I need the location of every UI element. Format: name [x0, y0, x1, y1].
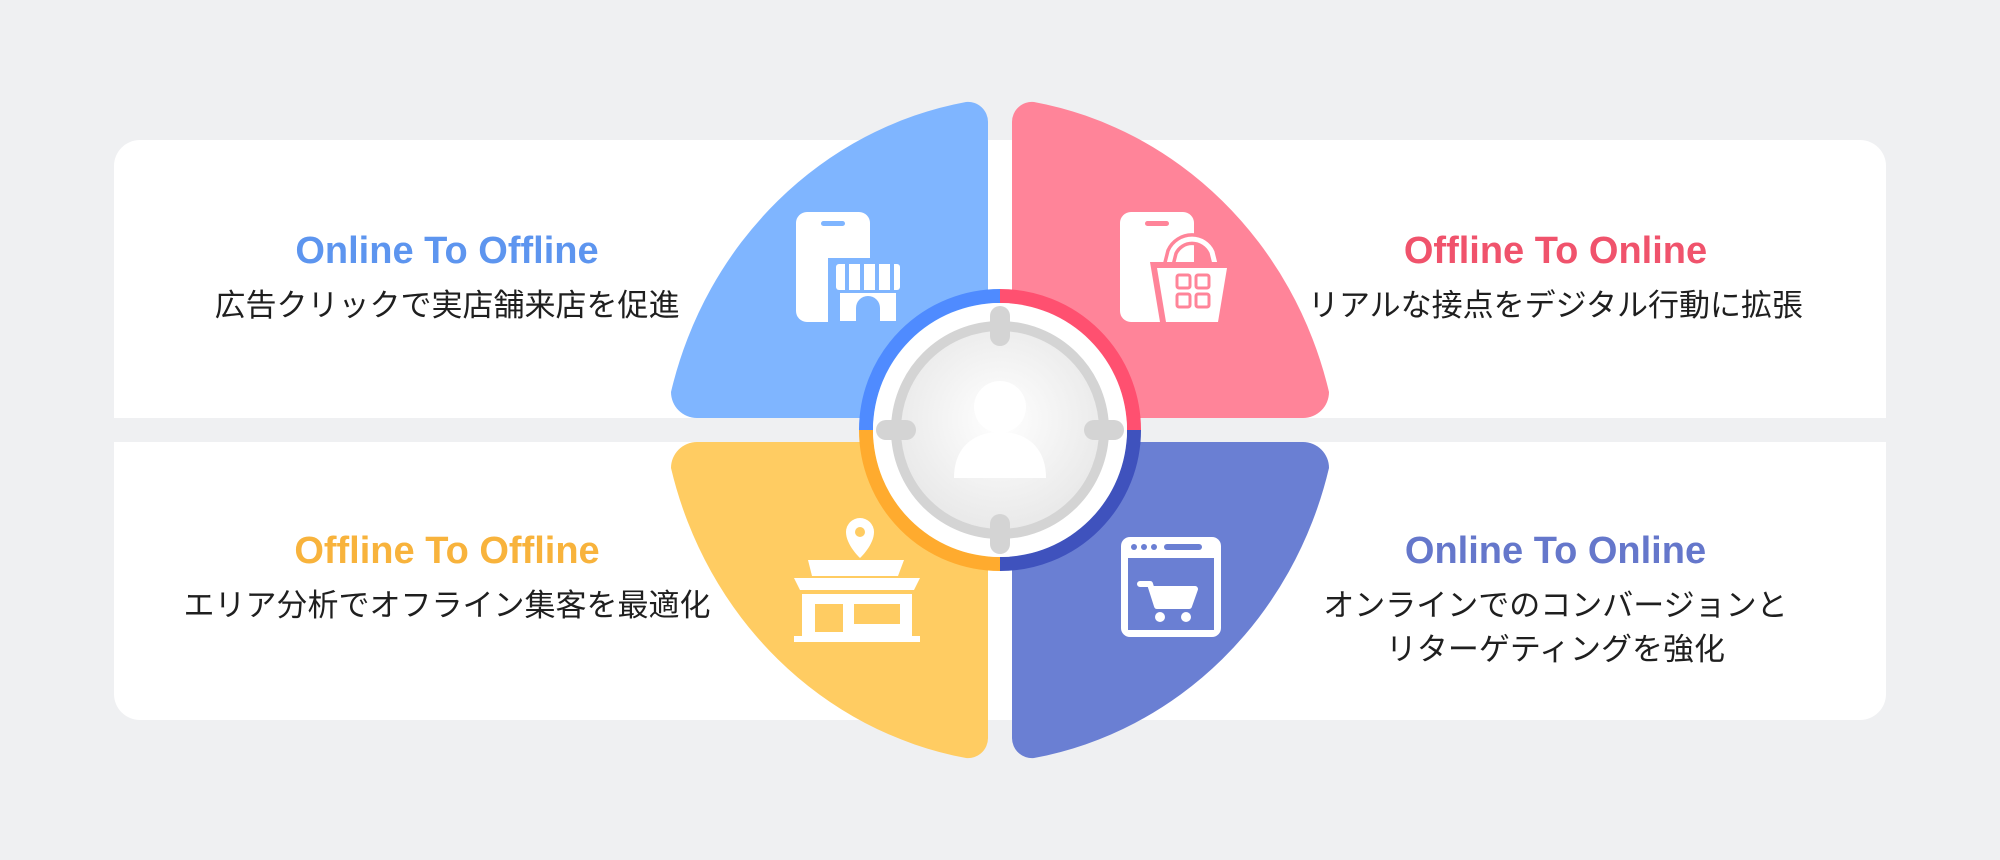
online-to-offline-title: Online To Offline — [295, 230, 599, 272]
offline-to-online-description: リアルな接点をデジタル行動に拡張 — [1307, 288, 1804, 324]
online-to-online-block: Online To Online オンラインでのコンバージョンと リターゲティン… — [1225, 528, 1886, 672]
online-to-online-title: Online To Online — [1404, 530, 1707, 572]
online-to-online-description-line2: リターゲティングを強化 — [1385, 632, 1726, 668]
store-location-pin-icon — [794, 518, 920, 642]
phone-storefront-icon — [796, 212, 902, 328]
online-to-offline-description: 広告クリックで実店舗来店を促進 — [214, 288, 680, 324]
offline-to-online-block: Offline To Online リアルな接点をデジタル行動に拡張 — [1225, 228, 1886, 328]
user-target-icon — [859, 289, 1141, 571]
online-to-offline-block: Online To Offline 広告クリックで実店舗来店を促進 — [114, 228, 780, 328]
offline-to-offline-title: Offline To Offline — [294, 530, 600, 572]
browser-cart-icon — [1121, 537, 1221, 637]
offline-to-offline-description: エリア分析でオフライン集客を最適化 — [183, 588, 711, 624]
offline-to-online-title: Offline To Online — [1403, 230, 1708, 272]
phone-shopping-basket-icon — [1120, 212, 1234, 328]
offline-to-offline-block: Offline To Offline エリア分析でオフライン集客を最適化 — [114, 528, 780, 628]
online-to-online-description-line1: オンラインでのコンバージョンと — [1323, 588, 1788, 624]
